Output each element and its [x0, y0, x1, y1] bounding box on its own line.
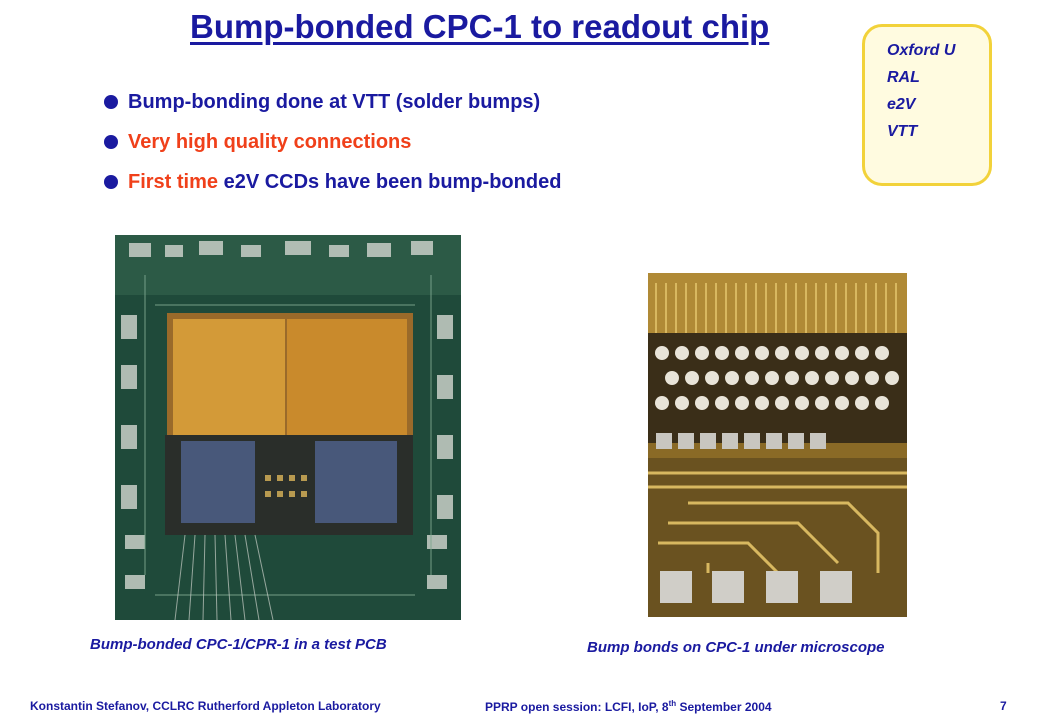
footer-author: Konstantin Stefanov, CCLRC Rutherford Ap…	[30, 699, 381, 713]
bullet-first-time: First time e2V CCDs have been bump-bonde…	[104, 168, 561, 208]
collaborator-ral: RAL	[887, 69, 920, 86]
pcb-photo	[115, 235, 461, 620]
microscope-photo-image	[648, 273, 907, 617]
bullet-quality: Very high quality connections	[104, 128, 561, 168]
caption-right: Bump bonds on CPC-1 under microscope	[587, 639, 885, 656]
page-number: 7	[1000, 699, 1007, 713]
bullet-vtt: Bump-bonding done at VTT (solder bumps)	[104, 88, 561, 128]
collaborator-oxford: Oxford U	[887, 42, 956, 59]
bullet-list: Bump-bonding done at VTT (solder bumps) …	[104, 88, 561, 208]
caption-left: Bump-bonded CPC-1/CPR-1 in a test PCB	[90, 636, 387, 653]
collaboration-box: Oxford U RAL e2V VTT	[862, 24, 992, 186]
pcb-photo-image	[115, 235, 461, 620]
collaborator-e2v: e2V	[887, 96, 916, 113]
collaborator-vtt: VTT	[887, 123, 918, 140]
microscope-photo	[648, 273, 907, 617]
footer-event: PPRP open session: LCFI, IoP, 8th Septem…	[485, 699, 772, 714]
slide-title: Bump-bonded CPC-1 to readout chip	[190, 8, 770, 45]
